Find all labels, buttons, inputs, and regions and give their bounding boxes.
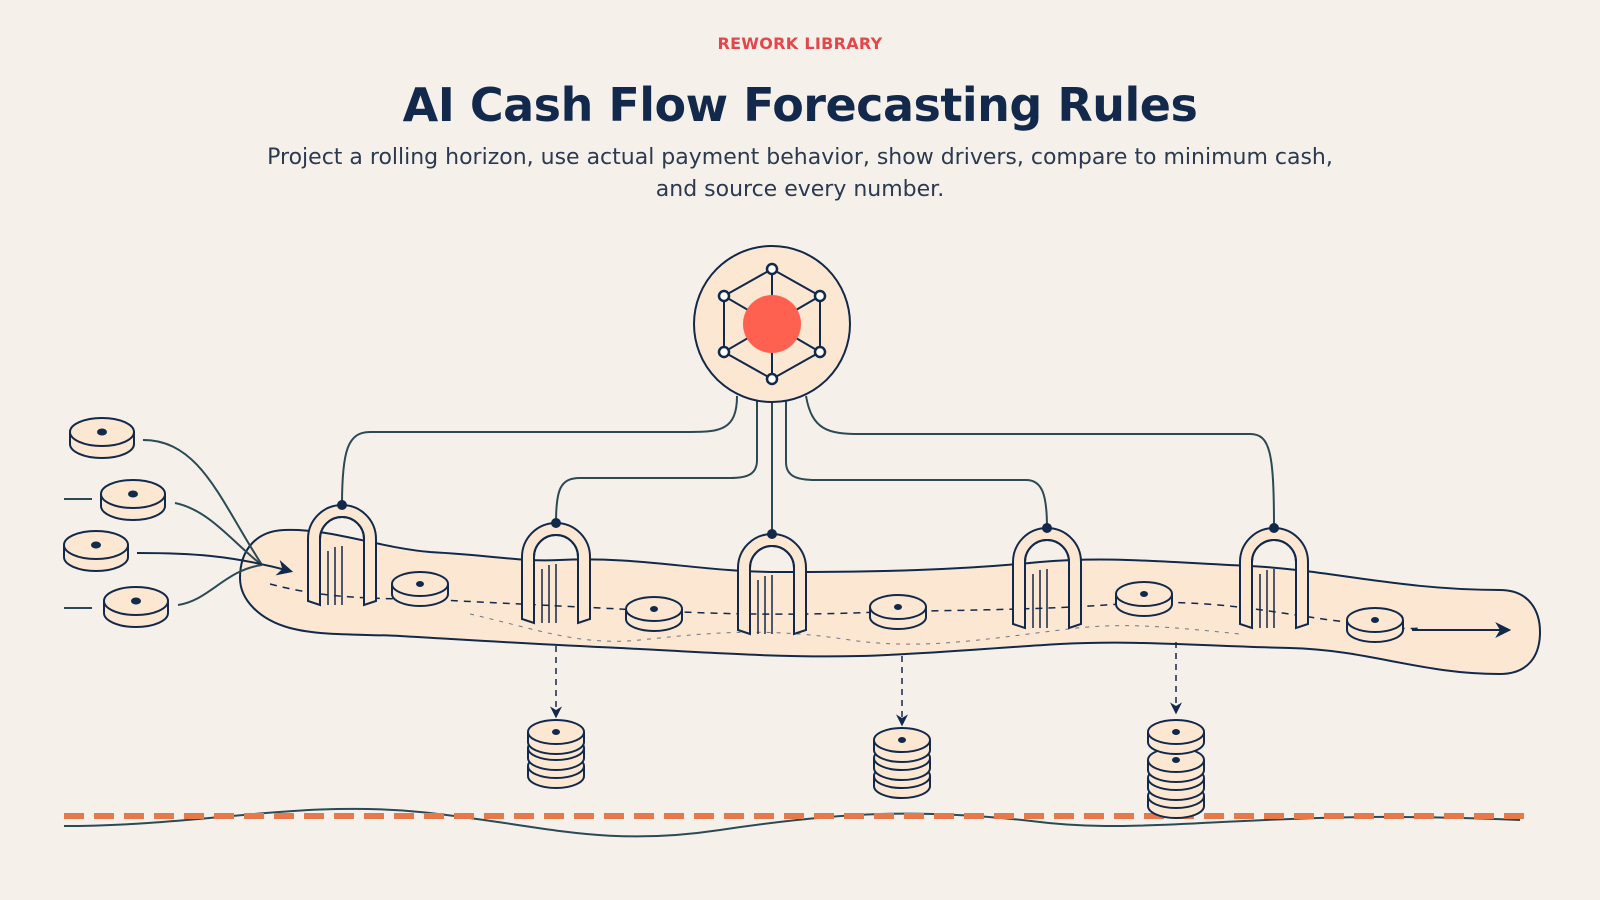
subtitle-line-2: and source every number.	[655, 177, 945, 202]
ai-hub	[693, 245, 851, 403]
inflow-coin-icon	[103, 586, 169, 628]
pipe-coin-icon	[1346, 607, 1404, 643]
page-title: AI Cash Flow Forecasting Rules	[402, 78, 1198, 132]
cash-balance-wave	[63, 807, 1521, 838]
gate-icon-5	[1239, 522, 1309, 629]
pipe-coin-icon	[391, 571, 449, 607]
coin-stack-3	[1147, 719, 1205, 819]
pipe-coin-icon	[1115, 581, 1173, 617]
inflow-coin-icon	[69, 417, 135, 459]
subtitle-line-1: Project a rolling horizon, use actual pa…	[267, 145, 1333, 170]
hub-connectors	[341, 395, 1275, 534]
inflow-lines	[64, 439, 294, 609]
pipe-coin-icon	[625, 596, 683, 632]
gate-icon-1	[307, 499, 377, 606]
page-subtitle: Project a rolling horizon, use actual pa…	[250, 142, 1350, 206]
gate-icon-3	[737, 528, 807, 635]
inflow-coin-icon	[63, 530, 129, 572]
pipe-coin-icon	[869, 594, 927, 630]
gate-icon-4	[1012, 522, 1082, 629]
hub-core	[743, 295, 801, 353]
outflow-drops	[550, 642, 1182, 727]
coin-stack-2	[873, 727, 931, 799]
gate-icon-2	[521, 517, 591, 624]
eyebrow-label: REWORK LIBRARY	[717, 34, 883, 53]
flow-path-dashed-lower	[469, 613, 1241, 645]
inflow-coin-icon	[100, 479, 166, 521]
coin-stack-1	[527, 719, 585, 789]
